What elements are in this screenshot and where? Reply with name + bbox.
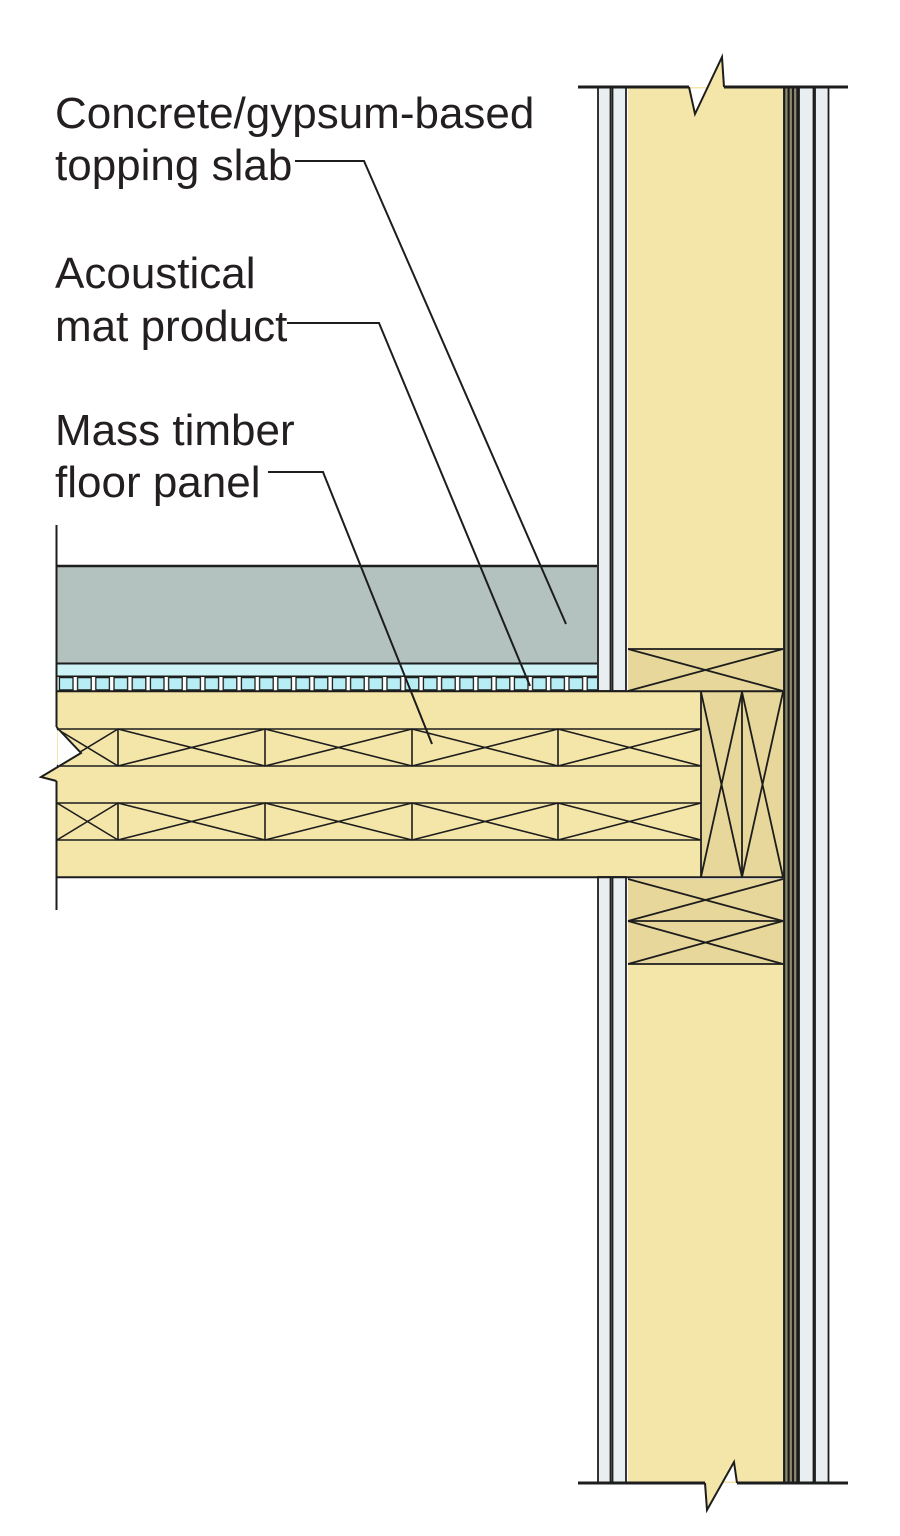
floor-edge-blocking-hatch [700,691,784,878]
floor-cross-ply-lower [56,802,702,841]
break-mark-bottom [704,1458,738,1514]
leader-topping-slab [295,160,567,625]
leader-acoustical-mat [287,322,531,687]
acoustical-mat-band [57,664,597,676]
sheathing-membrane-stack [783,87,799,1483]
interior-gypsum-layers [597,86,627,1484]
clt-floor-panel [57,692,701,877]
gypsum-board [597,876,612,1484]
clt-wall-lower [628,964,783,1483]
label-topping-slab-line1: Concrete/gypsum-based [55,89,534,138]
annotation-labels: Concrete/gypsum-based topping slab Acous… [55,89,534,507]
label-topping-slab-line2: topping slab [55,141,292,190]
break-mark-floor [38,726,83,782]
label-floor-panel-line2: floor panel [55,458,260,507]
label-acoustical-mat-line1: Acoustical [55,249,256,298]
exterior-board [814,86,830,1484]
exterior-sheathing-layers [783,86,830,1484]
label-acoustical-mat-line2: mat product [55,302,287,351]
gypsum-board [611,86,627,692]
acoustical-mat-tile-band [57,677,597,691]
leader-lines [268,160,567,745]
topping-slab [57,566,597,663]
leader-floor-panel [268,471,433,745]
gypsum-board [597,86,612,692]
topping-slab-outline [57,564,597,678]
wall-cut-lines [578,85,848,1485]
clt-floor-linework [57,690,783,879]
exterior-board [798,86,815,1484]
wall-plate-hatch [627,648,784,965]
break-mark-top [688,53,725,118]
floor-cross-ply-upper [56,728,702,767]
label-floor-panel-line1: Mass timber [55,406,295,455]
clt-wall-upper [628,87,783,649]
gypsum-board [611,876,627,1484]
